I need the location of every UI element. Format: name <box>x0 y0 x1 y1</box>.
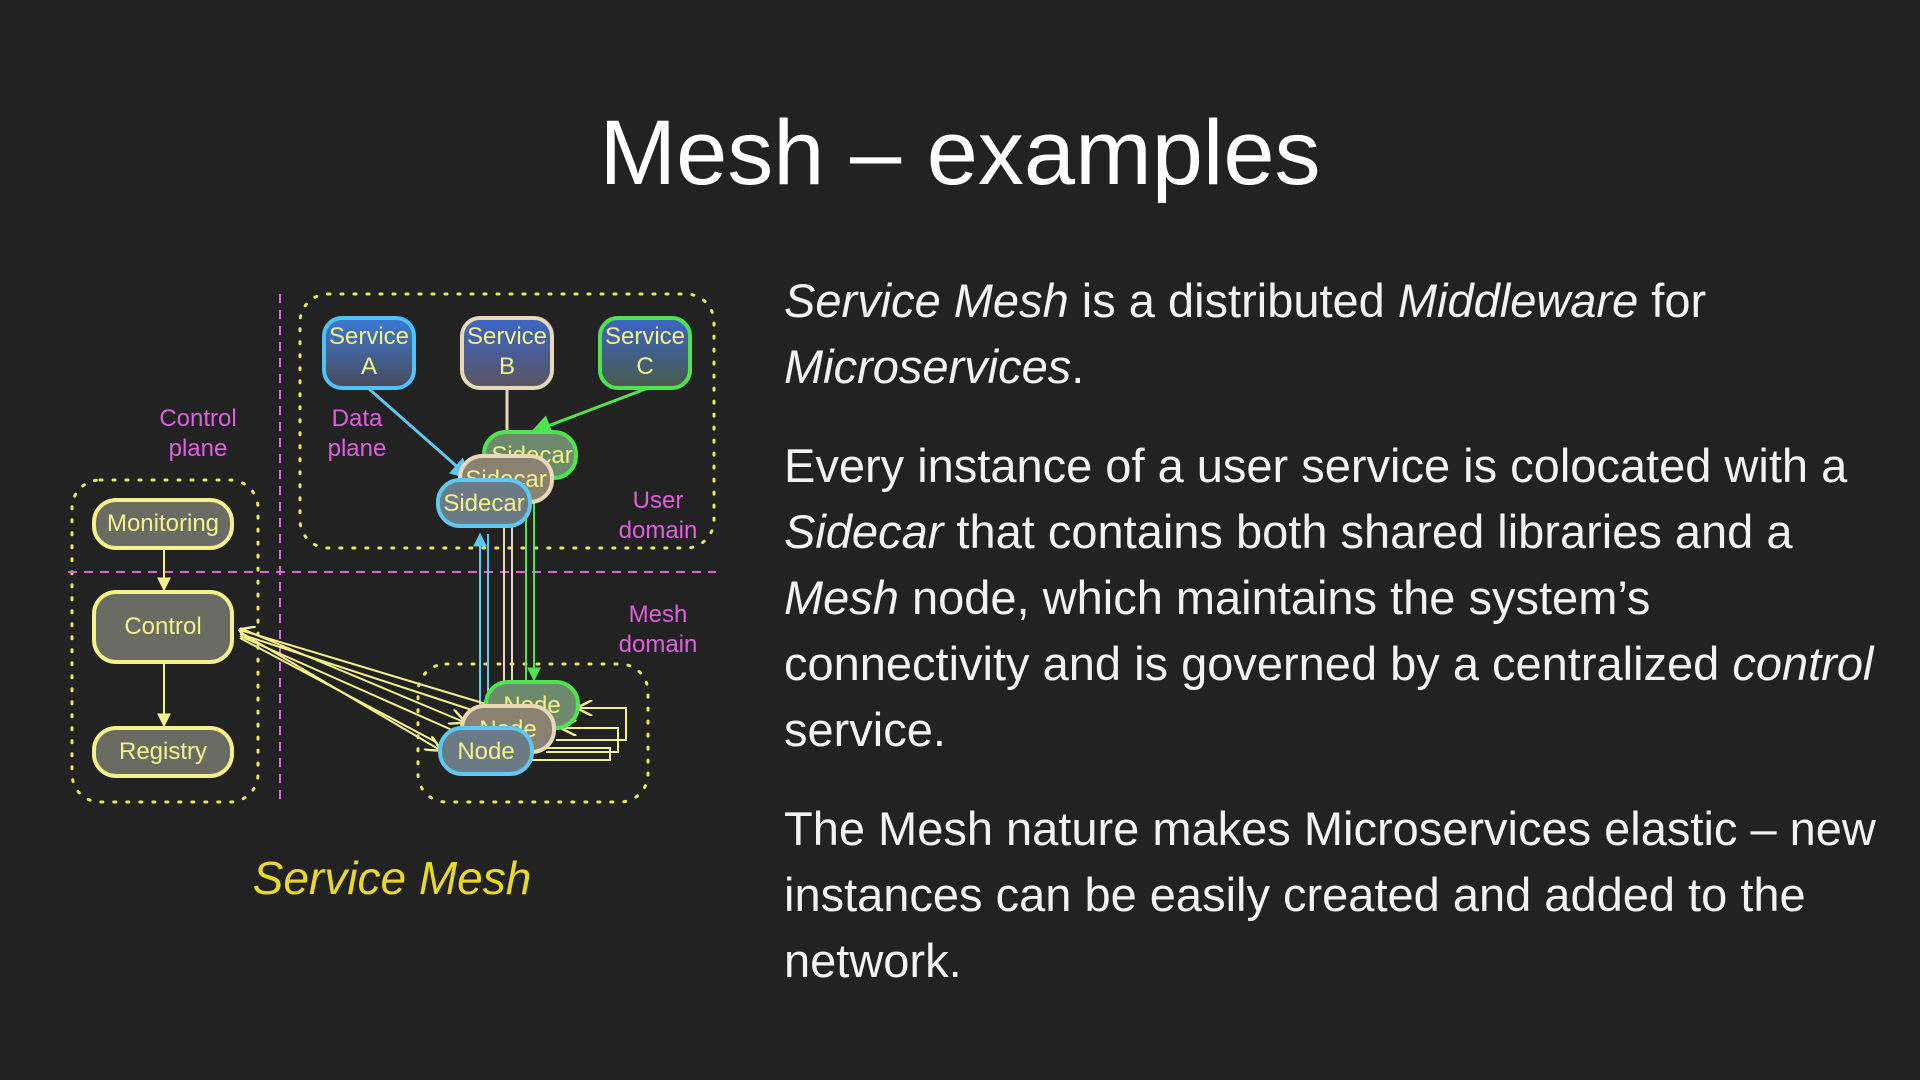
user-domain-box <box>298 292 716 550</box>
paragraph-segment: Sidecar <box>784 505 944 558</box>
edge-sidecar-node-green <box>525 498 541 682</box>
svg-text:Sidecar: Sidecar <box>443 490 524 517</box>
body-paragraph-1: Service Mesh is a distributed Middleware… <box>784 268 1894 400</box>
svg-text:C: C <box>636 353 653 380</box>
svg-text:Monitoring: Monitoring <box>107 510 219 537</box>
body-paragraph-3: The Mesh nature makes Microservices elas… <box>784 796 1894 994</box>
paragraph-segment: . <box>1071 340 1085 393</box>
paragraph-segment: Every instance of a user service is colo… <box>784 439 1848 492</box>
paragraph-segment: node, which maintains the system’s conne… <box>784 571 1733 690</box>
svg-text:Registry: Registry <box>119 738 207 765</box>
edge-service-a-sidecar <box>367 386 472 480</box>
paragraph-segment: that contains both shared libraries and … <box>943 505 1793 558</box>
paragraph-segment: service. <box>784 703 946 756</box>
paragraph-segment: Service Mesh <box>784 274 1069 327</box>
paragraph-segment: The Mesh nature makes Microservices elas… <box>784 802 1876 987</box>
registry-node: Registry <box>92 726 234 778</box>
body-text: Service Mesh is a distributed Middleware… <box>784 268 1894 1027</box>
sidecar-a: Sidecar <box>436 478 532 528</box>
control-plane-label-2: plane <box>169 435 228 462</box>
monitoring-node: Monitoring <box>92 498 234 550</box>
edge-node-loops <box>530 708 627 761</box>
data-plane-label-1: Data <box>332 405 383 432</box>
svg-text:Service: Service <box>329 323 409 350</box>
svg-text:B: B <box>499 353 515 380</box>
control-plane-label-1: Control <box>159 405 236 432</box>
user-domain-label-1: User <box>633 487 684 514</box>
mesh-domain-box <box>416 662 650 804</box>
edge-sidecar-node-beige <box>503 520 513 700</box>
paragraph-segment: for <box>1638 274 1707 327</box>
control-plane-box <box>70 478 260 804</box>
edge-service-c-sidecar <box>530 386 649 436</box>
svg-text:Service: Service <box>467 323 547 350</box>
svg-text:A: A <box>361 353 377 380</box>
paragraph-segment: Microservices <box>784 340 1072 393</box>
paragraph-segment: control <box>1732 637 1874 690</box>
service-b: Service B <box>460 316 554 390</box>
svg-text:Node: Node <box>457 738 514 765</box>
diagram-caption: Service Mesh <box>253 852 532 904</box>
user-domain-label-2: domain <box>619 517 698 544</box>
edge-control-nodes <box>240 628 487 750</box>
node-a: Node <box>438 726 534 776</box>
control-node: Control <box>92 590 234 664</box>
service-a: Service A <box>322 316 416 390</box>
paragraph-segment: Mesh <box>784 571 899 624</box>
svg-text:Service: Service <box>605 323 685 350</box>
mesh-domain-label-2: domain <box>619 631 698 658</box>
svg-text:Control: Control <box>124 613 201 640</box>
body-paragraph-2: Every instance of a user service is colo… <box>784 433 1894 763</box>
paragraph-segment: is a distributed <box>1068 274 1398 327</box>
service-c: Service C <box>598 316 692 390</box>
slide-title: Mesh – examples <box>599 102 1321 204</box>
data-plane-label-2: plane <box>328 435 387 462</box>
mesh-domain-label-1: Mesh <box>629 601 688 628</box>
service-mesh-diagram: Control plane Data plane User domain Mes… <box>68 292 716 904</box>
paragraph-segment: Middleware <box>1397 274 1639 327</box>
